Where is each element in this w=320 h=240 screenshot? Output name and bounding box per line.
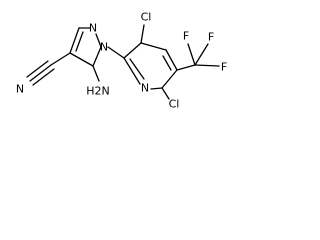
bond-nitrile-triple-1 <box>29 64 52 82</box>
bond-n1-pyridine <box>107 46 125 59</box>
atom-label-f-top-left: F <box>183 30 189 43</box>
bond-f-top-right <box>194 43 209 66</box>
bond-f-top-left <box>187 43 196 66</box>
bond-pyr-n-c2-inner <box>129 58 145 80</box>
bond-nitrile-triple-3 <box>32 68 55 86</box>
atom-label-f-right: F <box>221 61 227 74</box>
atom-label-nitrile-n: N <box>16 83 24 96</box>
bond-c5-n1 <box>92 46 102 67</box>
bond-cl-upper <box>140 24 145 44</box>
atom-label-amino: H2N <box>86 85 110 98</box>
bond-pyr-c4-c5-inner <box>162 55 172 71</box>
bond-c4-c5 <box>69 52 94 67</box>
atom-label-pyridine-n: N <box>141 82 149 95</box>
bond-pyr-c4-c5 <box>165 49 178 71</box>
bond-f-right <box>194 64 220 67</box>
bond-pyr-c6-n <box>150 87 163 90</box>
bond-pyr-c2-c3 <box>123 42 142 59</box>
chemical-structure: N N N Cl Cl F F F H2N N <box>16 11 227 111</box>
bond-pyr-n-c2 <box>123 57 141 85</box>
bond-c3-c4 <box>69 27 80 54</box>
bond-nitrile-triple-2 <box>26 60 49 78</box>
atom-label-pyrazole-n1: N <box>100 41 108 54</box>
bond-pyr-c3-c4 <box>140 42 167 51</box>
atom-label-pyrazole-n2: N <box>89 22 97 35</box>
atom-label-chloro-upper: Cl <box>141 11 152 24</box>
bond-c3-c4-inner <box>75 31 84 52</box>
bond-amine <box>92 65 100 82</box>
atom-label-f-top-right: F <box>208 31 214 44</box>
bond-cl-lower <box>161 87 170 100</box>
bond-cf3 <box>176 64 196 71</box>
bond-n1-n2 <box>95 33 102 48</box>
atom-label-chloro-lower: Cl <box>169 98 180 111</box>
bond-pyr-c5-c6 <box>161 69 178 89</box>
bond-c4-nitrile-carbon <box>50 52 71 66</box>
